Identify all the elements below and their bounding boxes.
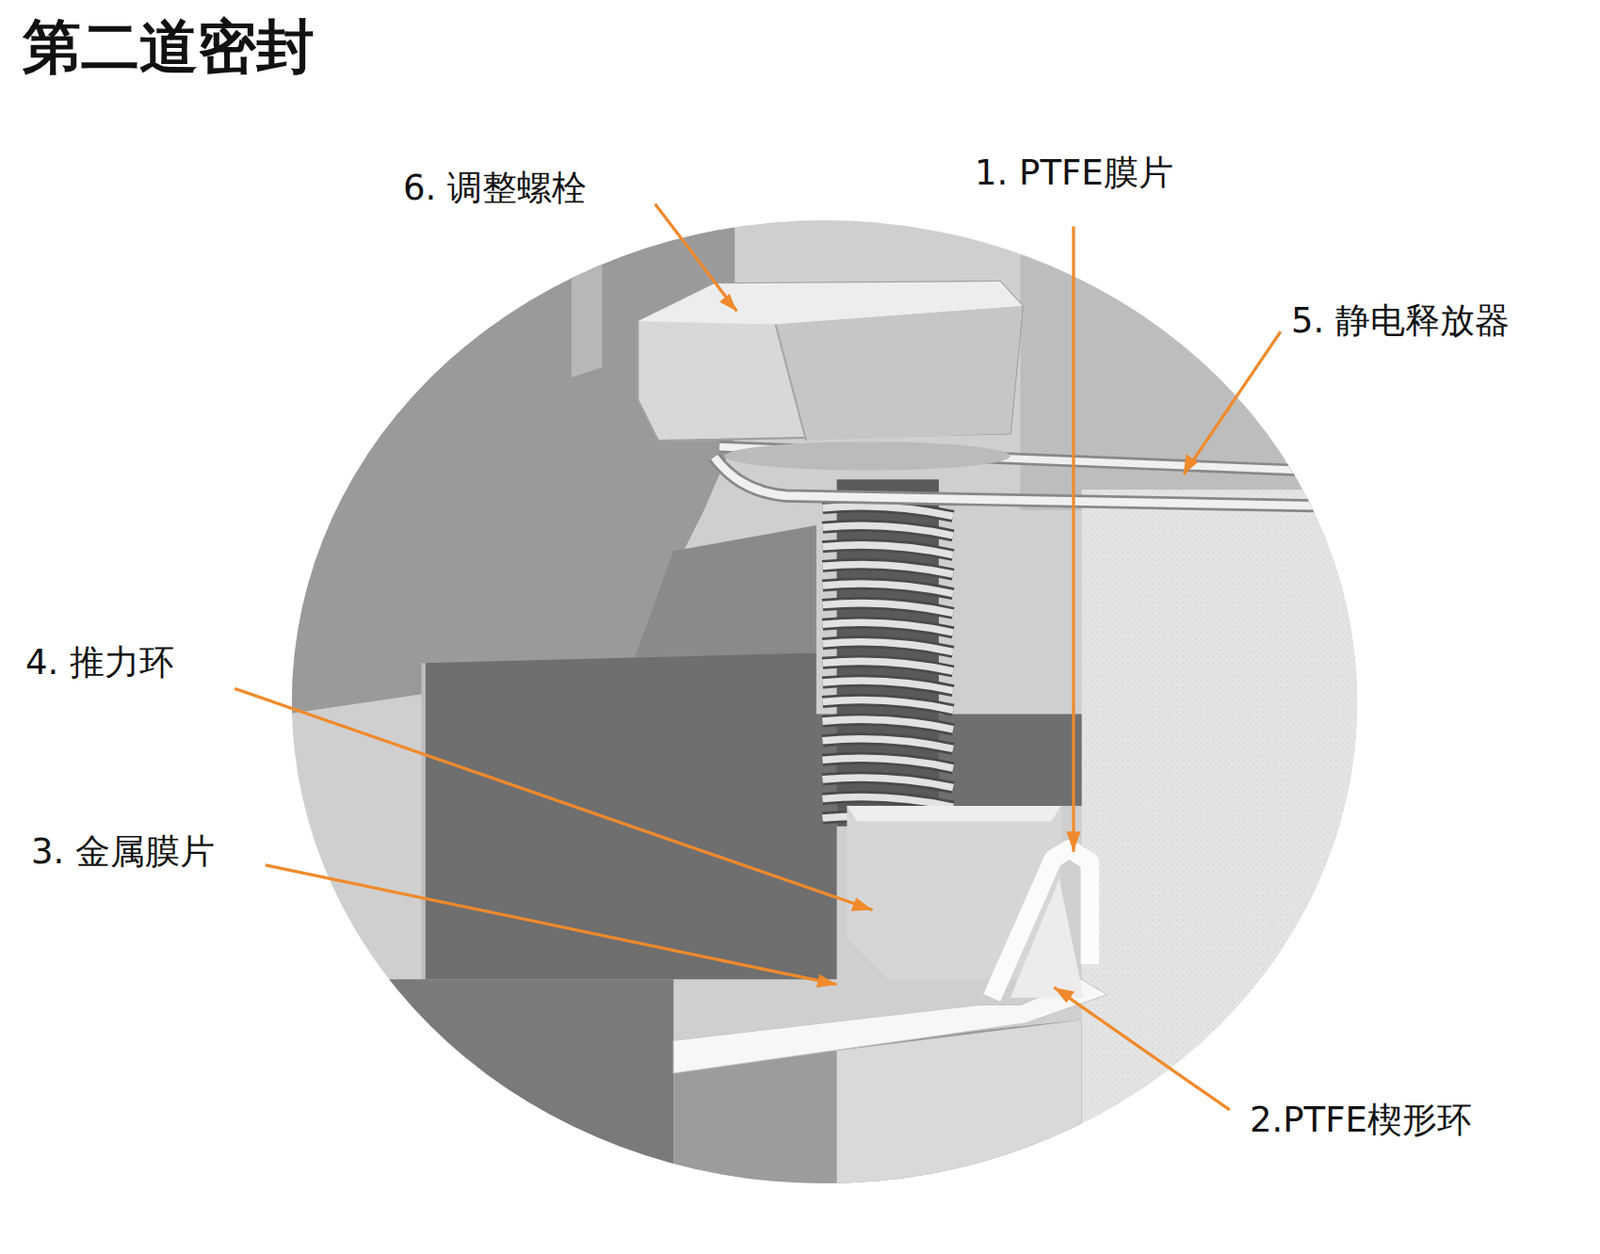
part-label: 6. 调整螺栓 bbox=[403, 167, 587, 210]
leader-lines bbox=[234, 204, 1281, 1111]
part-label: 3. 金属膜片 bbox=[31, 831, 215, 873]
part-label: 5. 静电释放器 bbox=[1291, 300, 1510, 342]
diagram-title: 第二道密封 bbox=[22, 15, 315, 80]
part-label: 1. PTFE膜片 bbox=[974, 152, 1174, 194]
cutaway-view bbox=[275, 204, 1378, 1205]
part-label: 4. 推力环 bbox=[25, 642, 175, 684]
leader-arrowheads bbox=[719, 293, 1198, 1003]
part-label: 2.PTFE楔形环 bbox=[1249, 1099, 1472, 1142]
